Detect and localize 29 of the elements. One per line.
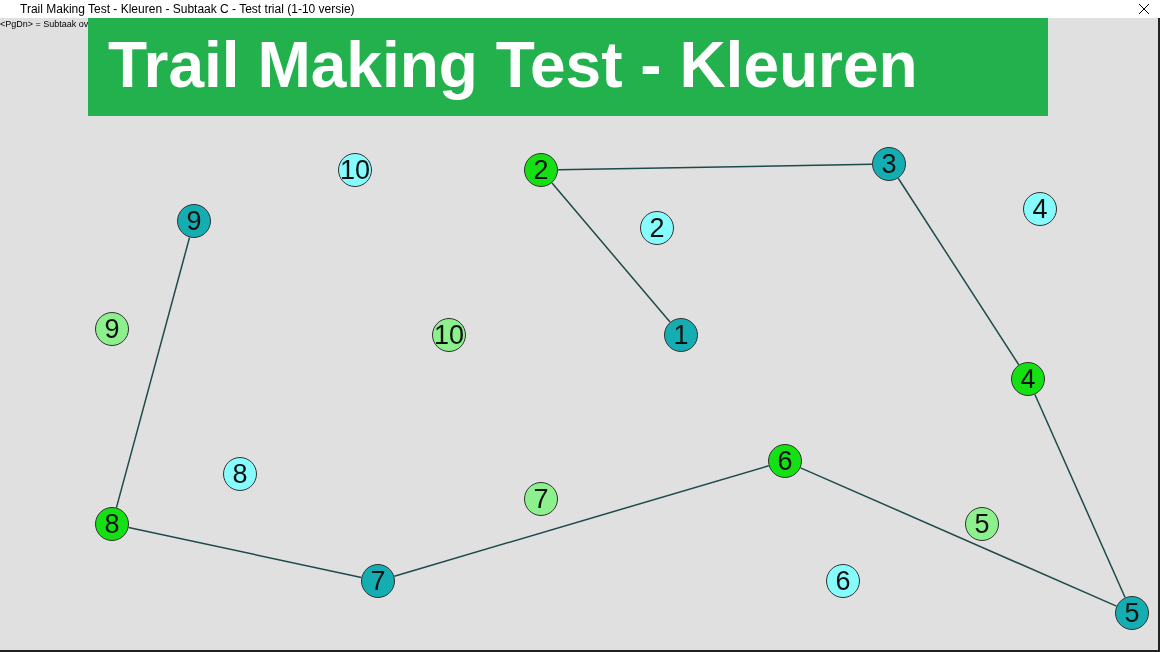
trail-line — [799, 467, 1118, 607]
number-circle: 4 — [1011, 362, 1045, 396]
number-circle: 5 — [1115, 596, 1149, 630]
trail-line — [1034, 393, 1126, 599]
number-circle: 9 — [95, 312, 129, 346]
number-circle: 2 — [640, 211, 674, 245]
number-circle: 9 — [177, 204, 211, 238]
number-circle: 8 — [95, 507, 129, 541]
number-circle: 5 — [965, 507, 999, 541]
number-circle: 8 — [223, 457, 257, 491]
number-circle: 3 — [872, 147, 906, 181]
hint-text: <PgDn> = Subtaak ov — [0, 19, 89, 29]
number-circle: 6 — [826, 564, 860, 598]
number-circle: 4 — [1023, 192, 1057, 226]
trail-line — [557, 163, 873, 171]
trail-line — [115, 236, 191, 509]
trail-line — [127, 526, 363, 579]
trail-line — [897, 177, 1020, 366]
number-circle: 6 — [768, 444, 802, 478]
number-circle: 1 — [664, 318, 698, 352]
number-circle: 10 — [338, 153, 372, 187]
trail-line — [393, 465, 770, 577]
title-text: Trail Making Test - Kleuren — [108, 28, 918, 102]
number-circle: 2 — [524, 153, 558, 187]
number-circle: 7 — [524, 482, 558, 516]
number-circle: 10 — [432, 318, 466, 352]
window-title: Trail Making Test - Kleuren - Subtaak C - Test trial (1-10 versie) — [20, 2, 355, 16]
trail-line — [551, 182, 671, 323]
number-circle: 7 — [361, 564, 395, 598]
